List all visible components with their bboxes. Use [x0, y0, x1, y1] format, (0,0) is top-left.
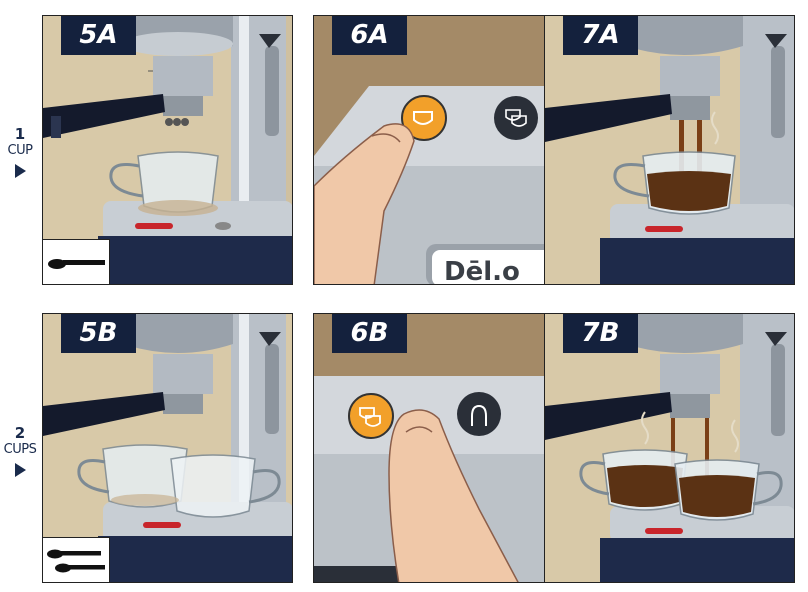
brewing-illustration-7b [545, 314, 795, 583]
row-number: 2 [0, 425, 40, 442]
step-label-5b: 5B [61, 313, 136, 353]
button-press-illustration-6a: Dēl.o [314, 16, 564, 285]
step-label-7a: 7A [563, 15, 638, 55]
row-label-two-cups: 2 CUPS [0, 425, 40, 477]
two-cups-icon [494, 96, 538, 140]
brand-logo: Dēl.o [444, 257, 520, 285]
button-press-illustration-6b [314, 314, 564, 583]
step-label-5a: 5A [61, 15, 136, 55]
row-arrow-icon [15, 463, 26, 477]
single-scoop-icon [42, 239, 110, 285]
row-label-one-cup: 1 CUP [0, 126, 40, 178]
panel-7b: 7B [544, 313, 795, 583]
panel-6a: Dēl.o 6A [313, 15, 564, 285]
brewing-illustration-7a [545, 16, 795, 285]
step-label-6a: 6A [332, 15, 407, 55]
double-scoop-icon [42, 537, 110, 583]
step-label-6b: 6B [332, 313, 407, 353]
row-number: 1 [0, 126, 40, 143]
row-word: CUP [0, 143, 40, 158]
step-label-7b: 7B [563, 313, 638, 353]
steam-icon [457, 392, 501, 436]
row-arrow-icon [15, 164, 26, 178]
panel-7a: 7A [544, 15, 795, 285]
panel-6b: 6B [313, 313, 564, 583]
row-word: CUPS [0, 442, 40, 457]
panel-5a: 5A [42, 15, 293, 285]
panel-5b: 5B [42, 313, 293, 583]
